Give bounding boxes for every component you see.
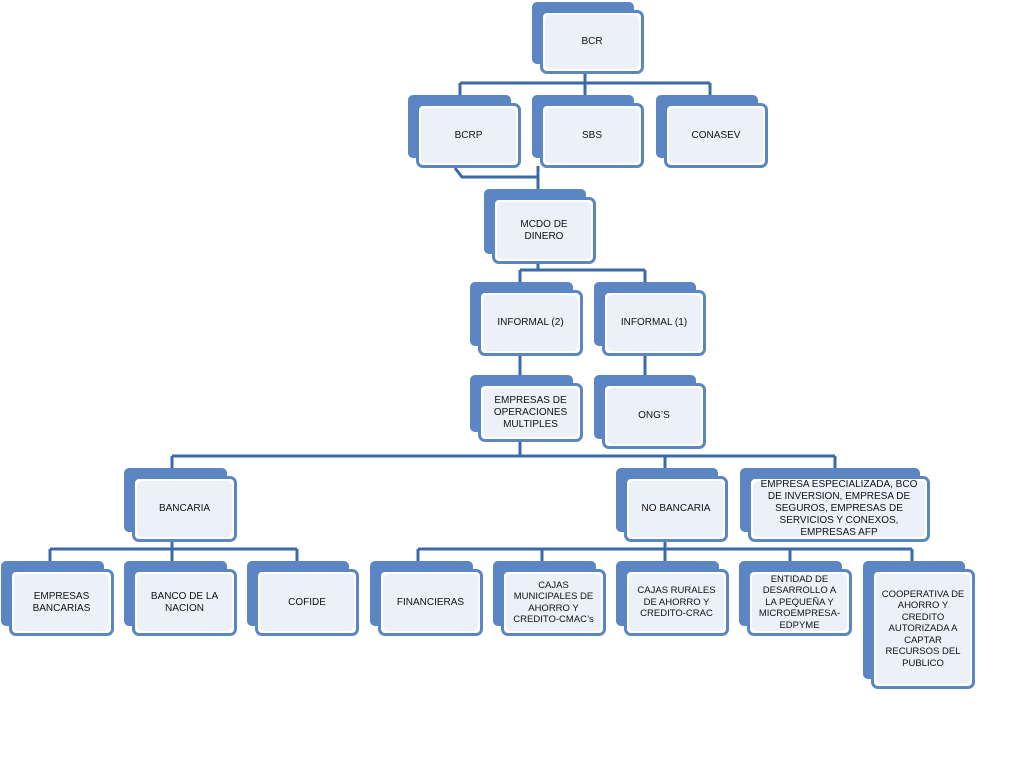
- connector-nobancaria-children: [416, 540, 914, 562]
- node-ongs-label: ONG’S: [607, 388, 701, 444]
- node-empbancarias: EMPRESAS BANCARIAS: [1, 561, 114, 636]
- node-conasev-label: CONASEV: [669, 108, 763, 163]
- node-nobancaria: NO BANCARIA: [616, 468, 728, 542]
- node-sbs: SBS: [532, 95, 644, 168]
- node-cmac-label: CAJAS MUNICIPALES DE AHORRO Y CREDITO-CM…: [506, 574, 601, 631]
- node-edpyme: ENTIDAD DE DESARROLLO A LA PEQUEÑA Y MIC…: [739, 561, 852, 636]
- connector-bancaria-children: [48, 540, 299, 562]
- node-informal1: INFORMAL (1): [594, 282, 706, 356]
- node-cooperativa: COOPERATIVA DE AHORRO Y CREDITO AUTORIZA…: [863, 561, 975, 689]
- node-bconacion: BANCO DE LA NACION: [124, 561, 237, 636]
- node-informal1-label: INFORMAL (1): [607, 295, 701, 351]
- connector-bcr-children: [458, 72, 712, 96]
- node-financieras-label: FINANCIERAS: [383, 574, 478, 631]
- connector-bcrp-mcdo: [453, 167, 538, 179]
- node-mcdo-label: MCDO DE DINERO: [497, 202, 591, 259]
- node-crac: CAJAS RURALES DE AHORRO Y CREDITO-CRAC: [616, 561, 729, 636]
- node-sbs-label: SBS: [545, 108, 639, 163]
- connector-group: [48, 72, 914, 562]
- node-cofide-label: COFIDE: [260, 574, 354, 631]
- node-financieras: FINANCIERAS: [370, 561, 483, 636]
- node-cooperativa-label: COOPERATIVA DE AHORRO Y CREDITO AUTORIZA…: [876, 574, 970, 684]
- node-bconacion-label: BANCO DE LA NACION: [137, 574, 232, 631]
- node-nobancaria-label: NO BANCARIA: [629, 481, 723, 537]
- node-bcrp: BCRP: [408, 95, 521, 168]
- node-bcr-label: BCR: [545, 15, 639, 69]
- node-bancaria: BANCARIA: [124, 468, 237, 542]
- node-ongs: ONG’S: [594, 375, 706, 449]
- node-bcr: BCR: [532, 2, 644, 74]
- node-eom-label: EMPRESAS DE OPERACIONES MULTIPLES: [483, 388, 578, 437]
- node-crac-label: CAJAS RURALES DE AHORRO Y CREDITO-CRAC: [629, 574, 724, 631]
- node-especializada-label: EMPRESA ESPECIALIZADA, BCO DE INVERSION,…: [753, 479, 925, 538]
- node-eom: EMPRESAS DE OPERACIONES MULTIPLES: [470, 375, 583, 442]
- node-especializada: EMPRESA ESPECIALIZADA, BCO DE INVERSION,…: [740, 468, 930, 542]
- connector-mcdo-children: [518, 262, 647, 283]
- node-cofide: COFIDE: [247, 561, 359, 636]
- node-cmac: CAJAS MUNICIPALES DE AHORRO Y CREDITO-CM…: [493, 561, 606, 636]
- node-edpyme-label: ENTIDAD DE DESARROLLO A LA PEQUEÑA Y MIC…: [752, 574, 847, 631]
- node-mcdo: MCDO DE DINERO: [484, 189, 596, 264]
- node-informal2: INFORMAL (2): [470, 282, 583, 356]
- node-informal2-label: INFORMAL (2): [483, 295, 578, 351]
- node-conasev: CONASEV: [656, 95, 768, 168]
- node-bancaria-label: BANCARIA: [137, 481, 232, 537]
- node-empbancarias-label: EMPRESAS BANCARIAS: [14, 574, 109, 631]
- node-bcrp-label: BCRP: [421, 108, 516, 163]
- connector-eom-children: [170, 440, 837, 470]
